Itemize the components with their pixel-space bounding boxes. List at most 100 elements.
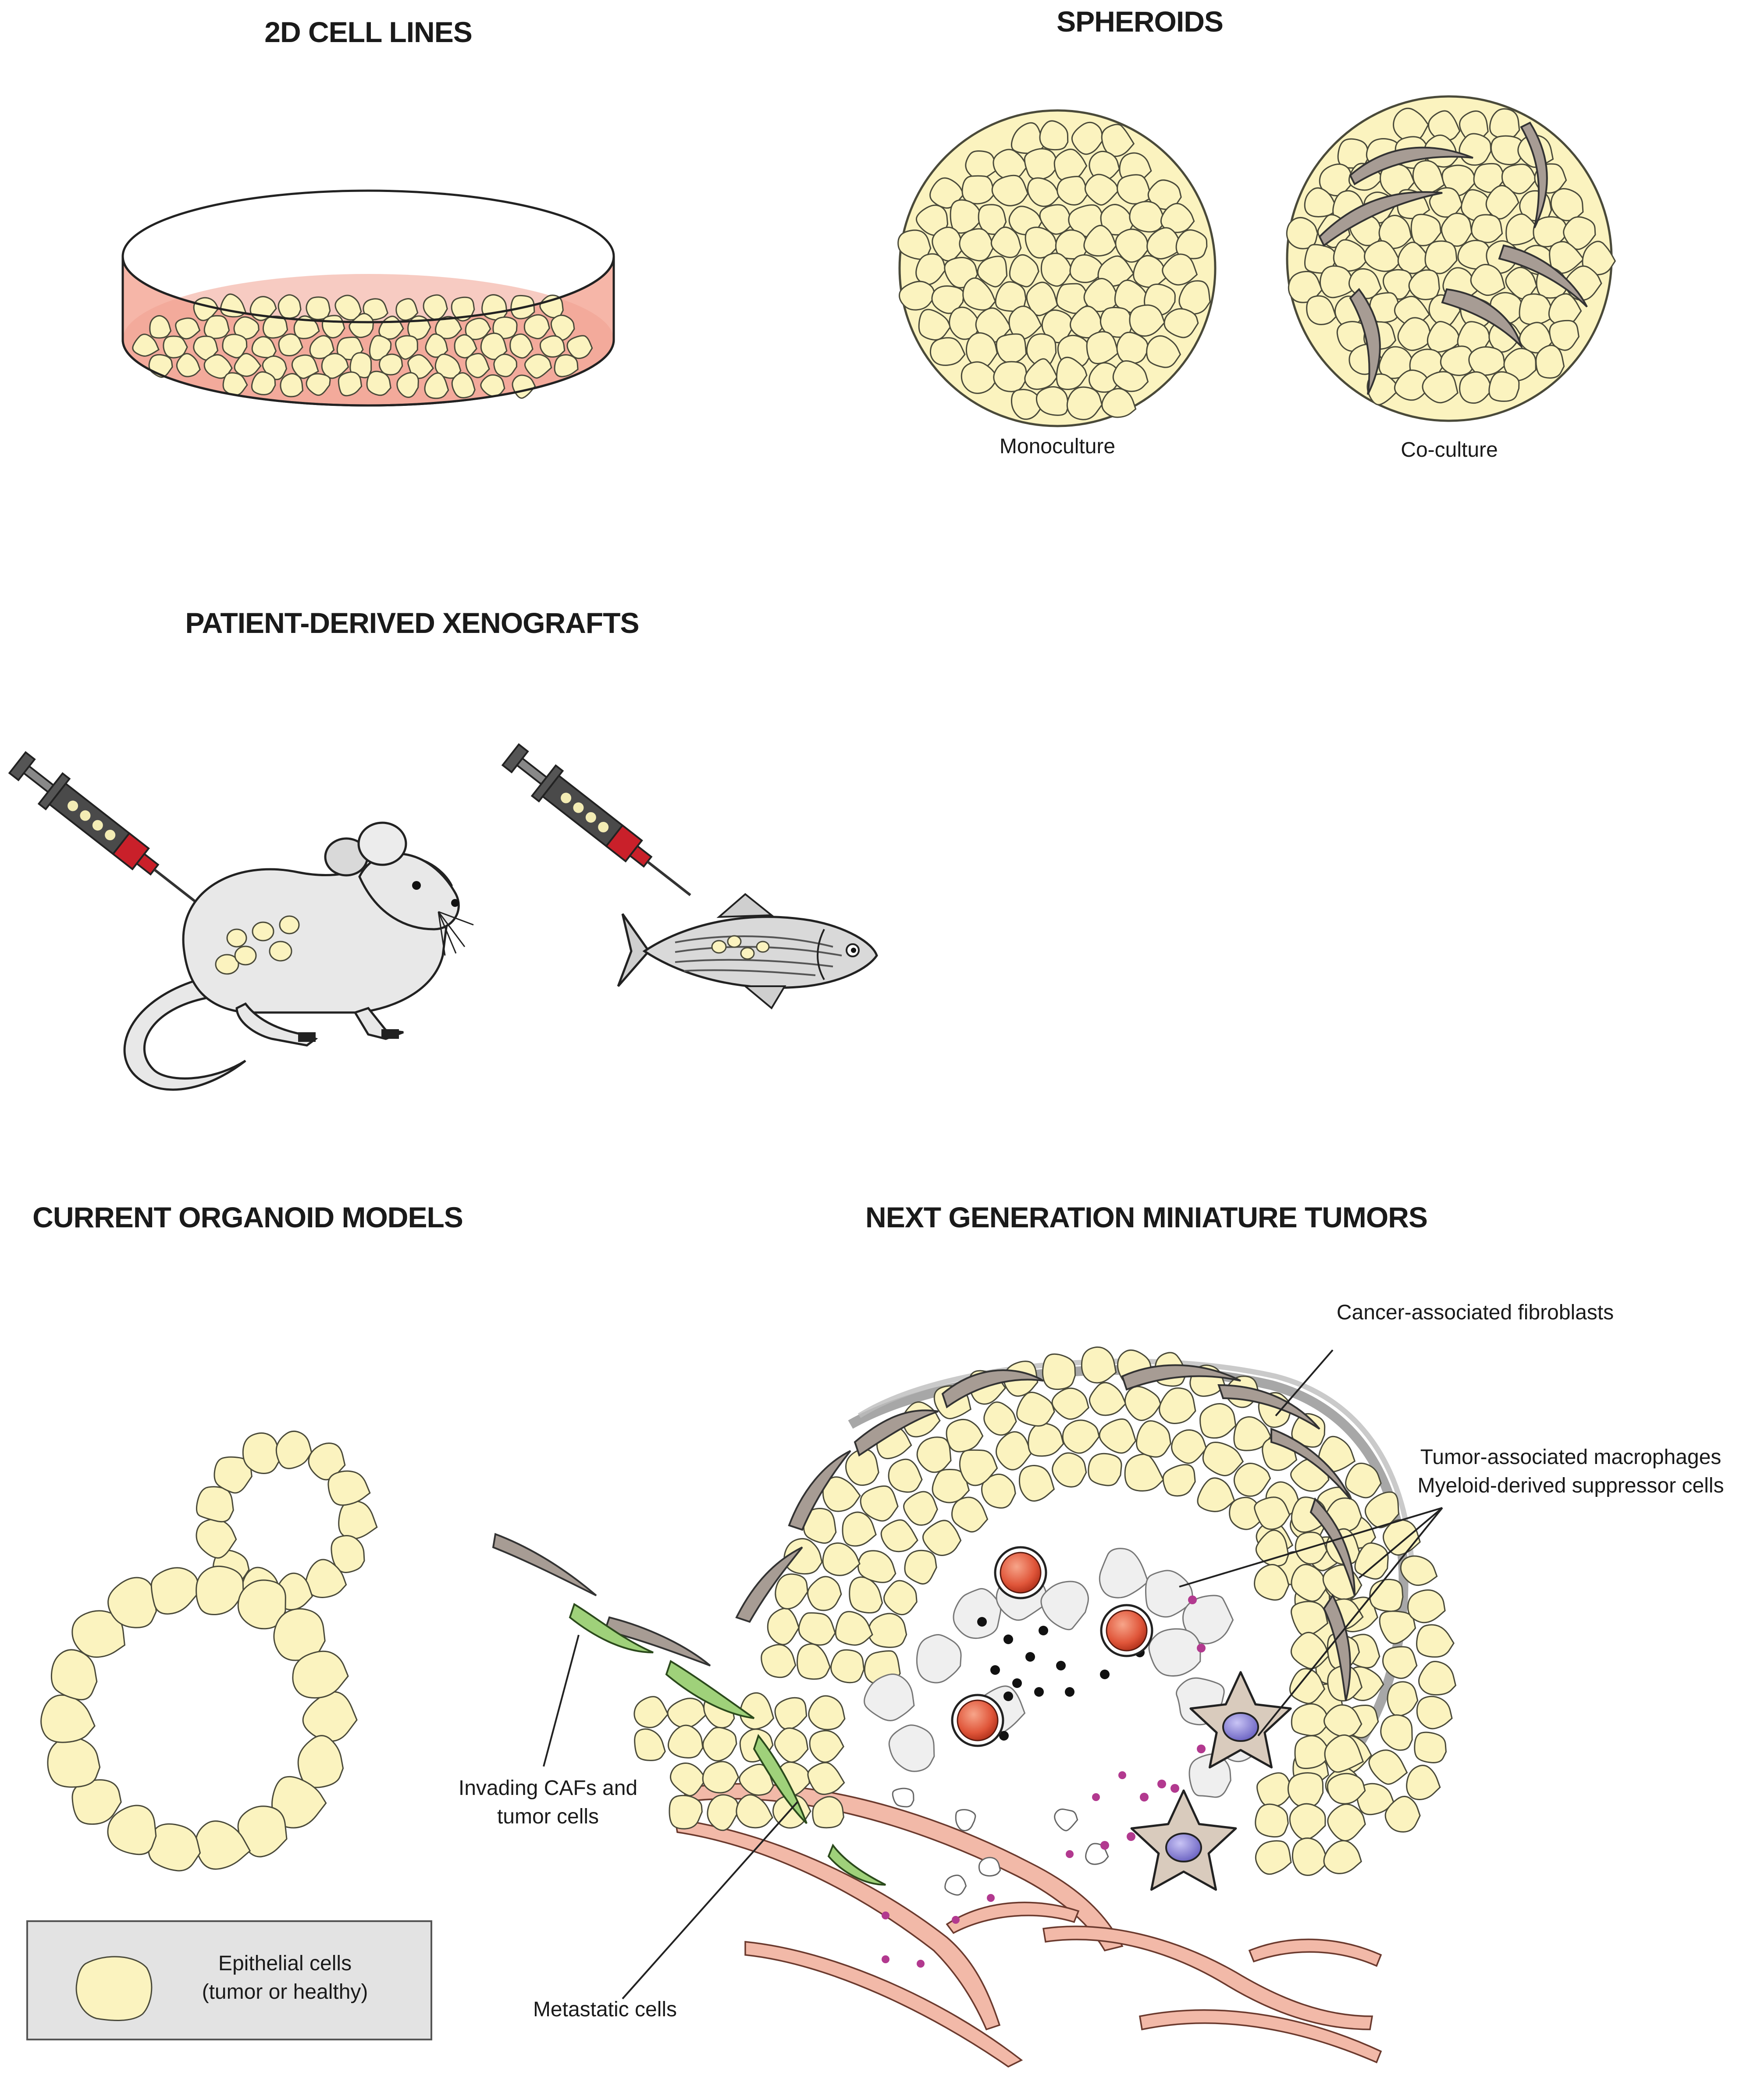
epithelial-cell	[1086, 331, 1119, 364]
pale-cell	[1145, 1570, 1194, 1618]
epithelial-cell	[424, 372, 449, 399]
epithelial-cell	[509, 333, 534, 359]
secreted-factor	[1127, 1832, 1135, 1841]
epithelial-cell	[880, 1519, 918, 1553]
epithelial-cell	[918, 309, 951, 341]
epithelial-cell	[1319, 265, 1355, 298]
miniature-tumor	[492, 1346, 1457, 2068]
legend-epithelial-cell-swatch	[75, 1956, 153, 2021]
epithelial-cell	[1040, 252, 1073, 287]
secreted-factor	[1140, 1793, 1149, 1802]
epithelial-cell	[278, 333, 303, 357]
annotation-leader-lines	[543, 1349, 1443, 2000]
epithelial-cell	[1418, 1660, 1457, 1696]
secreted-factor	[882, 1912, 889, 1919]
epithelial-cell	[1416, 1695, 1453, 1730]
exosome	[1003, 1691, 1013, 1701]
epithelial-cell	[321, 353, 349, 379]
pale-cell	[888, 1724, 935, 1772]
epithelial-cell	[1083, 278, 1120, 313]
epithelial-cell	[1416, 1624, 1455, 1658]
co-culture-spheroid	[1286, 95, 1616, 422]
epithelial-cell	[1051, 1387, 1089, 1420]
epithelial-cell	[822, 1476, 861, 1512]
epithelial-cell	[1291, 1837, 1329, 1876]
epithelial-cell	[1146, 227, 1183, 259]
epithelial-cell	[163, 335, 188, 359]
syringe-fish	[501, 743, 691, 896]
pale-cell	[1099, 1548, 1149, 1599]
epithelial-cell	[1428, 110, 1461, 141]
epithelial-cell	[1470, 264, 1506, 296]
epithelial-cell	[492, 316, 518, 339]
epithelial-cell	[946, 1418, 984, 1453]
cancer-associated-fibroblast	[854, 1409, 939, 1457]
epithelial-cell	[633, 1696, 669, 1728]
epithelial-cell	[1255, 1840, 1292, 1875]
epithelial-cell	[990, 226, 1022, 258]
fish-gill	[817, 929, 825, 980]
cancer-associated-fibroblast	[1309, 1497, 1356, 1596]
epithelial-cell	[857, 1550, 897, 1583]
epithelial-cell	[1159, 1387, 1196, 1425]
epithelial-cell	[213, 1456, 253, 1494]
epithelial-cell	[262, 316, 288, 339]
secreted-factor	[952, 1916, 960, 1924]
epithelial-cell	[1160, 203, 1195, 233]
epithelial-cell	[1171, 1429, 1207, 1464]
organoid-large	[40, 1565, 358, 1872]
epithelial-cell	[302, 1691, 358, 1742]
epithelial-cell	[176, 353, 201, 377]
cancer-associated-fibroblast	[492, 1533, 597, 1596]
secreted-factor	[1092, 1793, 1100, 1801]
cancer-associated-fibroblasts	[492, 1364, 1356, 1701]
epithelial-cell	[929, 337, 966, 366]
pale-cell	[1040, 1581, 1089, 1631]
epithelial-cell	[835, 1611, 873, 1646]
epithelial-cell	[959, 228, 995, 262]
pale-cell	[953, 1588, 1002, 1639]
secreted-factor	[1188, 1595, 1197, 1604]
label-invading-cafs-line1: Invading CAFs and	[459, 1777, 637, 1800]
epithelial-cell	[1101, 124, 1135, 157]
secreted-factor	[917, 1960, 925, 1968]
dish-base	[121, 339, 615, 407]
mouse-tail	[123, 976, 246, 1091]
cell-debris	[944, 1874, 967, 1896]
epithelial-cell	[327, 1470, 371, 1506]
epithelial-cell	[888, 1458, 923, 1493]
label-invading-cafs-line2: tumor cells	[497, 1805, 599, 1828]
epithelial-cell	[965, 150, 997, 180]
epithelial-cell	[175, 317, 201, 340]
invading-caf	[753, 1734, 808, 1824]
epithelial-cell	[1345, 1462, 1382, 1499]
cell-debris	[978, 1857, 1001, 1877]
mouse-paw-1	[298, 1032, 316, 1042]
exosome	[1003, 1635, 1013, 1644]
epithelial-cell	[1394, 370, 1431, 401]
epithelial-cell	[1441, 213, 1473, 247]
epithelial-cell	[1408, 269, 1440, 300]
fibroblast	[1441, 288, 1523, 349]
epithelial-cell	[132, 334, 160, 357]
epithelial-cell	[842, 1511, 877, 1547]
epithelial-cell	[1582, 241, 1616, 276]
epithelial-cell	[1202, 1442, 1244, 1476]
epithelial-cell	[306, 373, 331, 396]
epithelial-cell	[1327, 1773, 1366, 1805]
epithelial-cell	[995, 1431, 1032, 1471]
blood-vessel	[1248, 1938, 1382, 1967]
epithelial-cell	[667, 1698, 707, 1729]
epithelial-cell	[1089, 362, 1120, 393]
epithelial-cell	[775, 1573, 808, 1610]
epithelial-cell	[1290, 1601, 1329, 1637]
epithelial-cell	[363, 298, 388, 320]
invading-caf	[569, 1603, 654, 1653]
epithelial-cell	[539, 335, 566, 358]
legend-label-line2: (tumor or healthy)	[202, 1980, 368, 2004]
epithelial-cell	[1397, 317, 1432, 351]
exosome	[1025, 1652, 1035, 1662]
cancer-associated-fibroblast	[1270, 1428, 1351, 1500]
secreted-factor	[1100, 1841, 1109, 1850]
epithelial-cell	[1010, 389, 1045, 420]
